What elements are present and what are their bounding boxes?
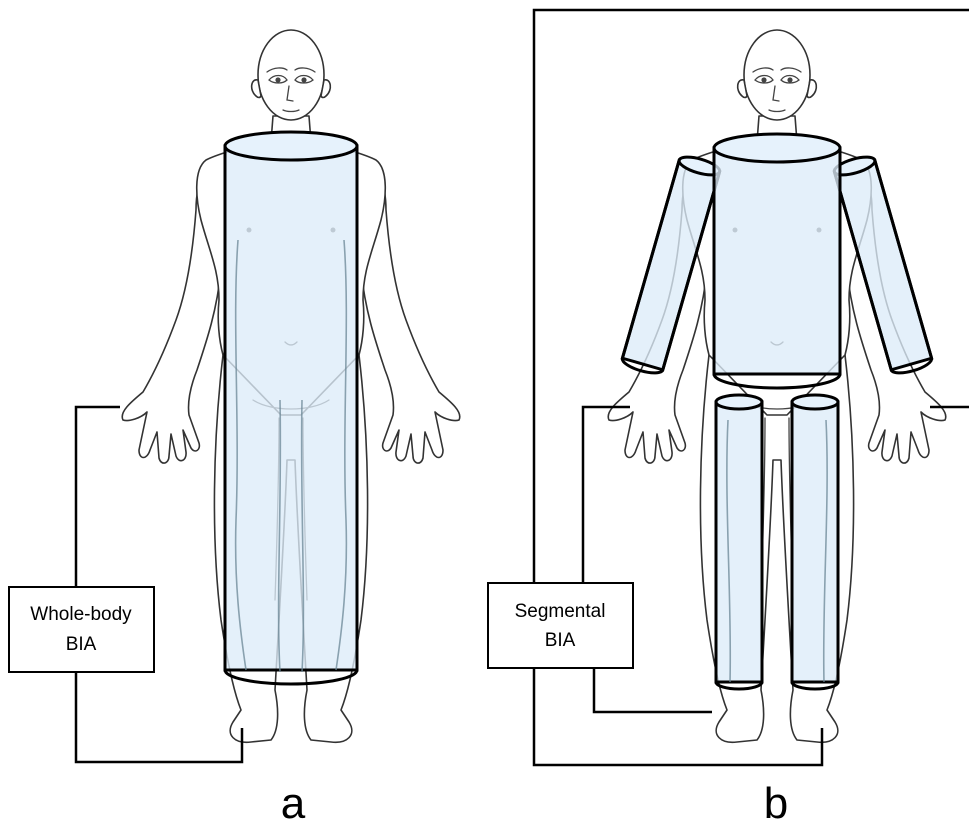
wire-left-hand-b [583, 407, 630, 583]
box-label-line2: BIA [66, 634, 97, 655]
box-label-line1: Whole-body [30, 604, 132, 625]
wire-left-foot-b [594, 668, 712, 712]
panel-label-a: a [281, 779, 306, 823]
segment-trunk [714, 134, 840, 388]
wire-foot-a [76, 672, 242, 762]
box-label-line1: Segmental [515, 601, 606, 622]
whole-body-bia-box: Whole-body BIA [9, 587, 154, 672]
segment-leg-left [716, 395, 762, 689]
segmental-bia-box: Segmental BIA [488, 583, 633, 668]
panel-b: Segmental BIA b [488, 10, 969, 823]
panel-label-b: b [764, 779, 788, 823]
whole-body-cylinder [225, 132, 357, 684]
wire-hand-a [76, 407, 120, 587]
panel-a: Whole-body BIA a [9, 30, 460, 823]
segment-leg-right [792, 395, 838, 689]
wire-bottom-loop [534, 668, 822, 765]
box-label-line2: BIA [545, 630, 576, 651]
